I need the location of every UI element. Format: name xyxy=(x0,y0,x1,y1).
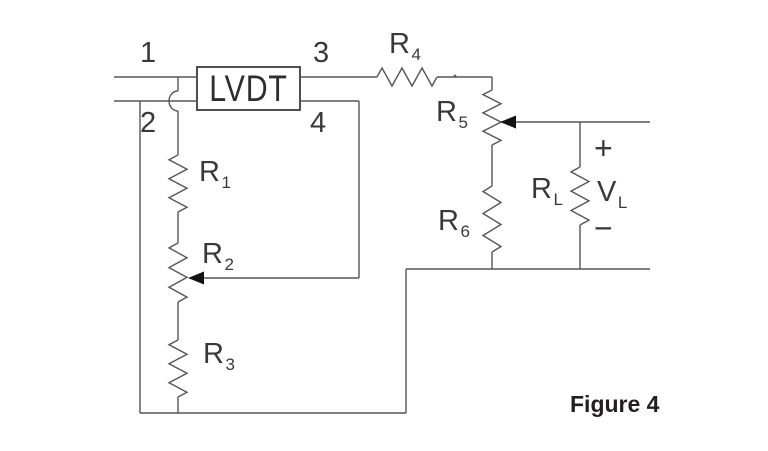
resistor-r4-label: R4 xyxy=(389,28,421,64)
resistor-r3-label: R3 xyxy=(203,338,235,374)
resistor-r3-zigzag xyxy=(167,339,189,398)
terminal-4-label: 4 xyxy=(310,107,327,139)
junction-dot xyxy=(453,74,457,78)
resistor-r4-zigzag xyxy=(376,66,438,88)
load-voltage-label: VL xyxy=(597,176,628,212)
resistor-r6-label: R6 xyxy=(438,205,470,241)
resistor-r2-zigzag xyxy=(167,242,189,303)
resistor-r1-label: R1 xyxy=(199,156,231,192)
resistor-rl-zigzag xyxy=(569,166,591,226)
terminal-3-label: 3 xyxy=(313,37,330,69)
terminal-1-label: 1 xyxy=(140,37,157,69)
figure-caption: Figure 4 xyxy=(570,391,660,417)
resistor-r2-label: R2 xyxy=(202,238,234,274)
polarity-minus-label: − xyxy=(594,210,614,246)
resistor-r5-zigzag xyxy=(481,89,503,146)
polarity-plus-label: + xyxy=(594,130,614,166)
wire-crossover-hop xyxy=(168,90,179,112)
potentiometer-r2-wiper-arrow-icon xyxy=(188,271,204,285)
resistor-rl-label: RL xyxy=(531,173,563,209)
resistor-r1-zigzag xyxy=(167,154,189,213)
potentiometer-r5-wiper-arrow-icon xyxy=(500,115,516,129)
resistor-r6-zigzag xyxy=(481,185,503,253)
lvdt-box xyxy=(196,66,301,111)
terminal-2-label: 2 xyxy=(140,107,157,139)
resistor-r5-label: R5 xyxy=(436,96,468,132)
lvdt-label: LVDT xyxy=(209,68,288,109)
